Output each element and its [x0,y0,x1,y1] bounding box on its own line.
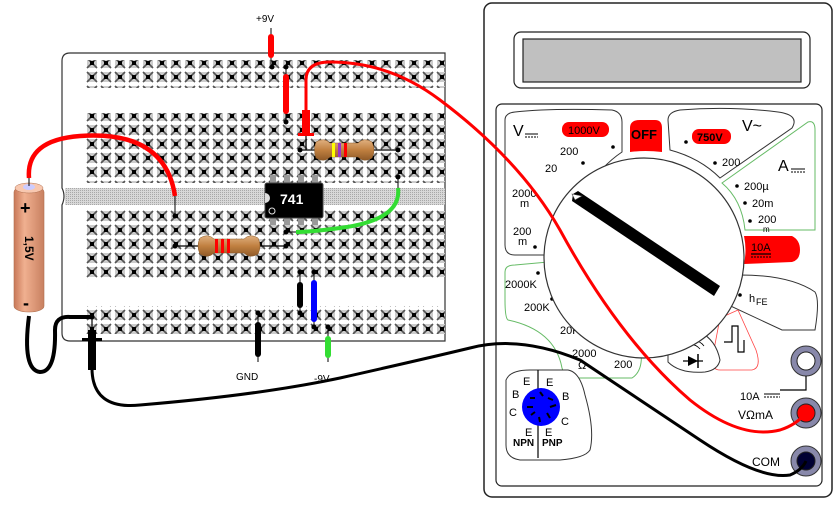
battery-plus-sign: + [20,198,31,218]
transistor-dial-slots [527,391,557,423]
power-rail-top[interactable] [85,60,445,88]
ohm-range-2000k[interactable]: 2000K [505,279,537,291]
square-wave-icon [724,325,745,353]
terminal-strip-top[interactable] [85,113,445,183]
ic-label: 741 [280,191,304,207]
dcv-range-200m-unit: m [518,236,527,248]
off-position[interactable] [630,120,662,152]
ohm-range-2000[interactable]: 2000 [572,348,596,360]
dca-label: A [778,158,789,175]
dca-range-200m[interactable]: 200 [758,214,776,226]
blue-jumper-wire[interactable] [311,269,317,330]
dcv-max-badge[interactable] [562,122,609,137]
resistor-r1[interactable] [172,235,289,257]
pnp-pin-b: B [562,391,569,403]
ohm-unit: Ω [578,360,586,372]
pnp-pin-e-top: E [546,377,553,389]
minus-9v-lead[interactable] [325,324,331,363]
ic-741[interactable]: 741 [264,175,324,225]
ohm-range-200k[interactable]: 200K [524,302,550,314]
battery-minus-sign: - [23,293,29,313]
black-probe-lead[interactable] [82,317,808,478]
resistor-r1-band-1 [215,239,218,253]
jack-com-label: COM [752,455,780,469]
black-jumper-wire[interactable] [297,269,303,316]
hfe-label[interactable]: h [749,293,755,305]
rotary-pointer[interactable] [571,191,720,296]
jack-10a[interactable] [790,345,822,377]
acv-range-200[interactable]: 200 [722,157,740,169]
jack-v-ohm-ma-label: VΩmA [738,408,773,422]
dcv-label: V [513,123,524,140]
red-jumper-short[interactable] [283,64,289,125]
dca-10a-label: 10A [751,242,771,254]
plus-9v-label: +9V [256,14,274,25]
battery-1-5v[interactable]: + 1,5V - [13,182,45,313]
breadboard-center-gutter [65,188,445,205]
resistor-r1-band-2 [221,239,224,253]
acv-max-label: 750V [697,132,723,144]
dcv-range-200m[interactable]: 200 [513,226,531,238]
acv-label: V~ [742,118,762,135]
npn-label: NPN [513,438,534,449]
hfe-subscript: FE [756,297,768,307]
npn-pin-b: B [512,389,519,401]
minus-9v-label: -9V [314,374,330,385]
npn-pin-e-bottom: E [525,427,532,439]
npn-pin-e-top: E [523,376,530,388]
multimeter: V 1000V 200 20 2000 m 200 m OFF V~ 750V … [483,2,833,498]
terminal-strip-bottom[interactable] [85,209,445,279]
resistor-r2-band-1 [332,143,335,157]
green-jumper-wire[interactable] [283,174,401,235]
pnp-label: PNP [542,438,563,449]
resistor-r2-band-2 [338,143,341,157]
pnp-pin-c: C [561,416,569,428]
dcv-range-20[interactable]: 20 [545,163,557,175]
dcv-max-label: 1000V [568,125,600,137]
ohm-range-200[interactable]: 200 [614,359,632,371]
jack-10a-label: 10A [740,391,760,403]
npn-pin-c: C [509,407,517,419]
lcd-display [522,38,802,83]
breadboard [61,52,446,342]
acv-section [667,107,795,179]
gnd-lead[interactable] [255,310,261,363]
gnd-label: GND [236,372,258,383]
dcv-range-2000m[interactable]: 2000 [512,188,536,200]
rotary-selector[interactable] [543,157,745,359]
dcv-section [504,108,623,256]
red-probe-lead[interactable] [298,60,808,434]
plus-9v-lead[interactable] [268,28,275,70]
dca-range-200m-unit: m [763,225,770,234]
resistor-r1-band-3 [227,239,230,253]
dca-range-20m[interactable]: 20m [752,198,773,210]
dca-range-200u[interactable]: 200µ [744,181,769,193]
dcv-range-200[interactable]: 200 [560,146,578,158]
resistor-r2[interactable] [297,139,401,161]
acv-max-badge[interactable] [692,129,731,144]
off-label: OFF [631,127,657,142]
resistor-r2-band-3 [344,143,347,157]
dcv-range-2000m-unit: m [520,198,529,210]
battery-voltage-label: 1,5V [22,236,36,261]
pnp-pin-e-bottom: E [545,427,552,439]
power-rail-bottom[interactable] [85,306,445,334]
red-wire-battery-positive[interactable] [26,133,178,219]
